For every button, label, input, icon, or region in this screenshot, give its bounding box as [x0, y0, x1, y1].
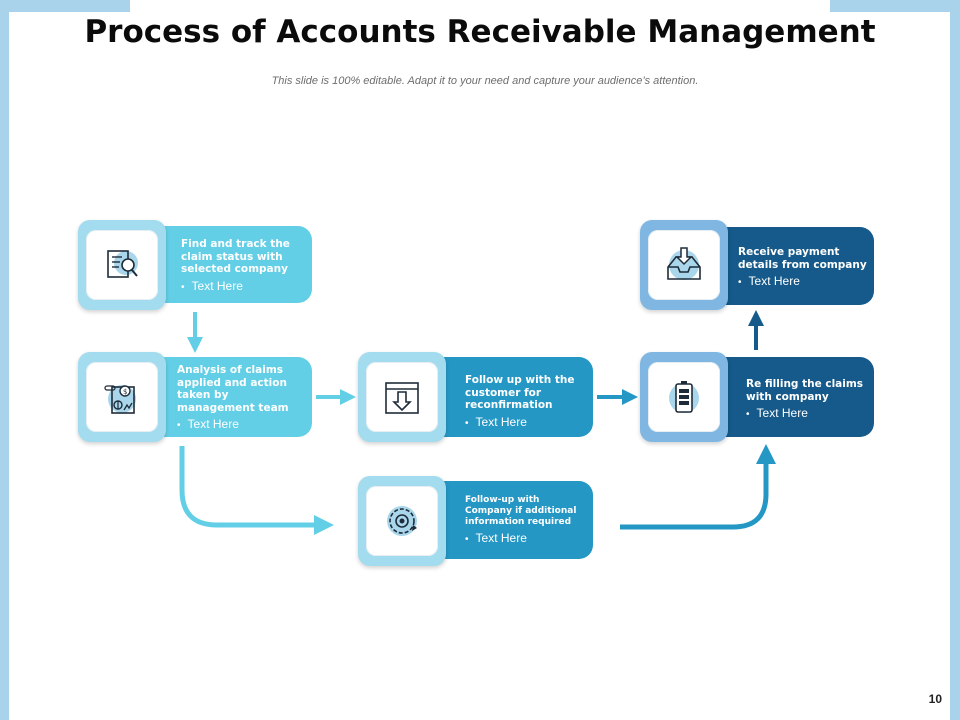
step-card-follow-customer: Follow up with the customer for reconfir… [358, 352, 594, 442]
icon-tile [78, 220, 166, 310]
step-heading: Follow up with the customer for reconfir… [465, 374, 575, 411]
slide-subtitle: This slide is 100% editable. Adapt it to… [271, 75, 699, 87]
step-card-receive: Receive payment details from company •Te… [640, 220, 876, 310]
page-number: 10 [928, 692, 942, 706]
step-bullet: •Text Here [746, 406, 808, 420]
icon-tile [358, 352, 446, 442]
icon-tile [640, 220, 728, 310]
step-heading: Follow-up with Company if additional inf… [465, 495, 577, 527]
step-card-find: Find and track the claim status with sel… [78, 220, 314, 310]
top-right-accent [830, 0, 960, 12]
left-edge-strip [0, 0, 9, 720]
step-heading: Receive payment details from company [738, 246, 867, 271]
step-bar [138, 357, 312, 437]
step-heading: Find and track the claim status with sel… [181, 238, 290, 275]
step-card-follow-company: Follow-up with Company if additional inf… [358, 476, 594, 566]
step-bullet: •Text Here [465, 414, 527, 429]
step-bar [138, 226, 312, 303]
svg-text:$: $ [123, 388, 127, 396]
step-card-refilling: Re filling the claims with company •Text… [640, 352, 876, 442]
right-edge-strip [950, 0, 960, 720]
step-bar [418, 357, 593, 437]
step-heading: Analysis of claims applied and action ta… [177, 364, 289, 414]
battery-icon [669, 381, 699, 413]
step-card-analysis: $ Analysis of claims applied and action … [78, 352, 314, 442]
step-bullet: •Text Here [177, 417, 239, 431]
step-bullet: •Text Here [181, 278, 243, 293]
inbox-download-icon [667, 247, 701, 280]
step-heading: Re filling the claims with company [746, 378, 864, 403]
top-left-accent [0, 0, 130, 12]
invoice-dollar-icon: $ [104, 385, 136, 414]
icon-tile: $ [78, 352, 166, 442]
step-bullet: •Text Here [738, 274, 800, 288]
slide-title: Process of Accounts Receivable Managemen… [84, 14, 876, 50]
arrow-follow-company-to-refilling [620, 444, 776, 530]
step-bullet: •Text Here [465, 531, 527, 545]
icon-tile [640, 352, 728, 442]
icon-tile [358, 476, 446, 566]
step-bar [418, 481, 593, 559]
download-box-icon [385, 382, 419, 414]
step-bar [700, 357, 874, 437]
document-search-icon [107, 250, 138, 278]
step-bar [700, 227, 874, 305]
target-refresh-icon [387, 506, 417, 536]
arrow-analysis-to-follow-company [179, 446, 334, 535]
